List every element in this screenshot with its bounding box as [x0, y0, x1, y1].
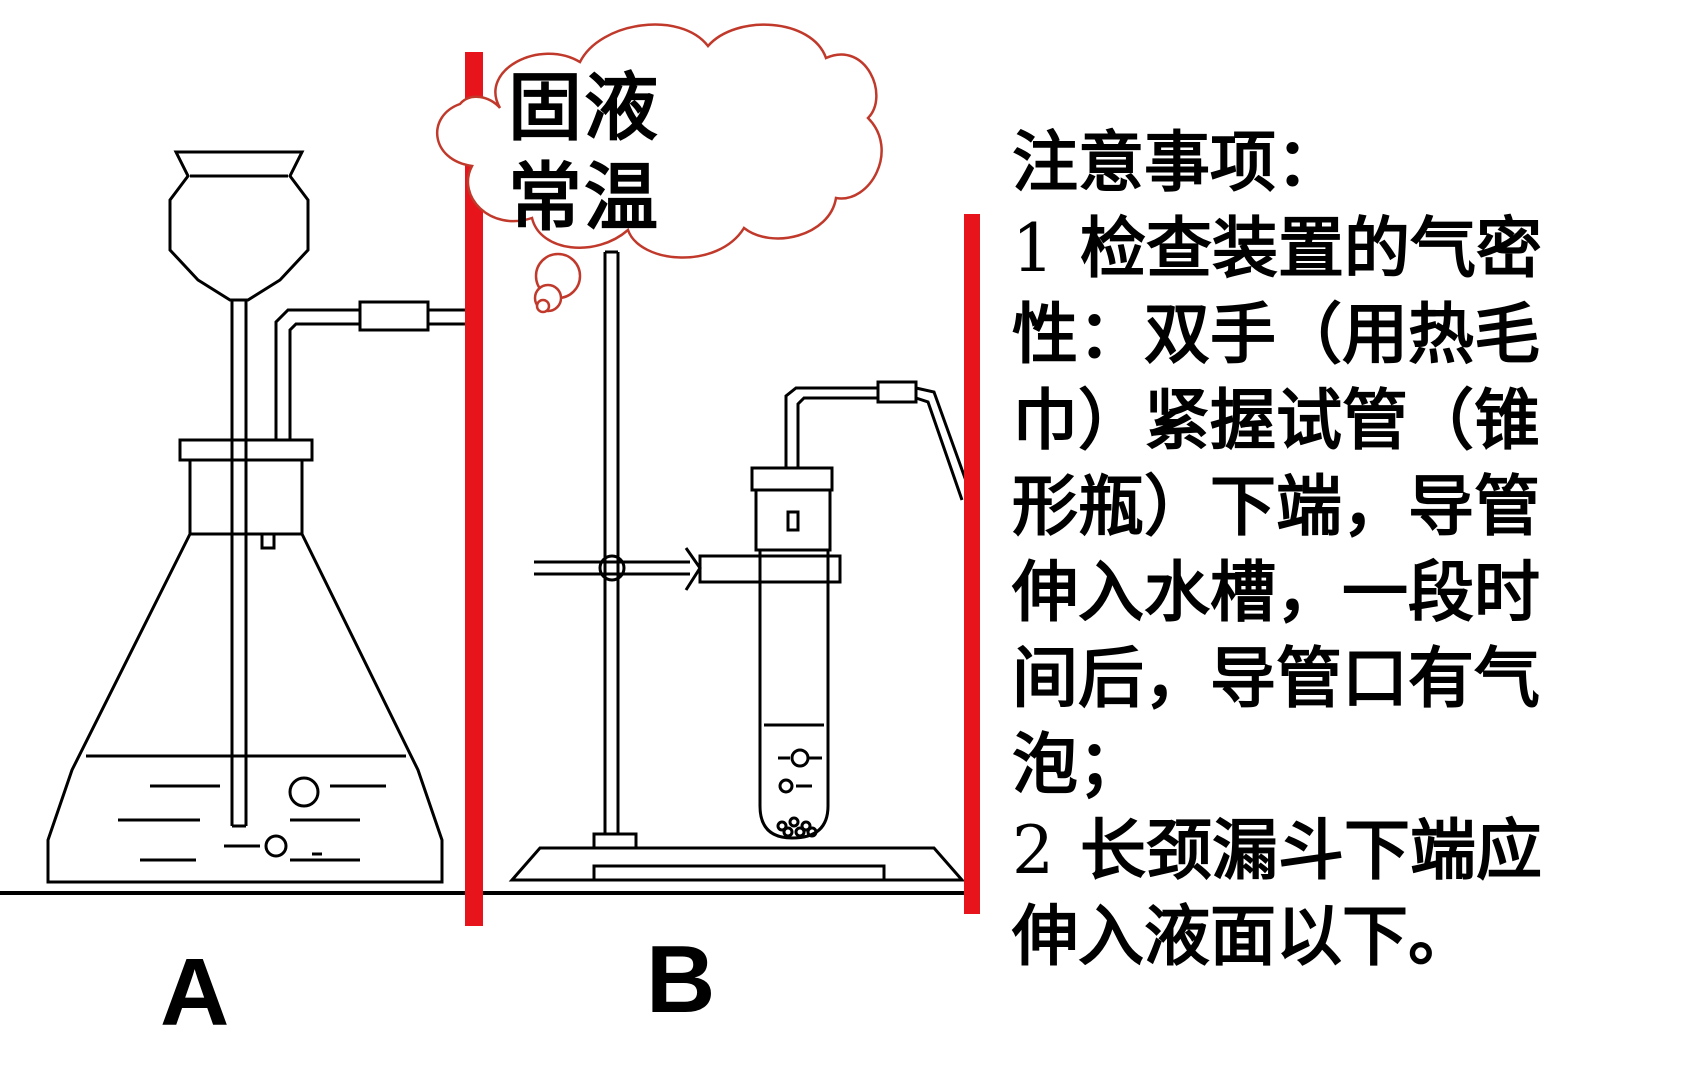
- note-item-1-line: 泡；: [1012, 726, 1144, 803]
- bubble: [790, 748, 810, 768]
- flask-stopper: [188, 458, 304, 536]
- divider-right: [964, 214, 980, 914]
- apparatus-b: [508, 250, 972, 882]
- note-item-1-line: 形瓶）下端，导管: [1012, 468, 1540, 545]
- notes-heading: 注意事项：: [1012, 124, 1342, 201]
- note-item-1-line: 间后，导管口有气: [1012, 640, 1540, 717]
- bubble: [778, 778, 794, 794]
- note-item-2-line: 伸入液面以下。: [1012, 898, 1474, 975]
- rubber-connector: [358, 300, 430, 332]
- cloud-label-solid-liquid: 固液: [508, 65, 660, 151]
- note-item-1-line: 性：双手（用热毛: [1012, 296, 1540, 373]
- note-number: 2: [1012, 812, 1054, 889]
- bubble: [264, 834, 288, 858]
- test-tube: [758, 550, 830, 840]
- clamp-boss: [598, 554, 626, 582]
- note-item-1-line: 伸入水槽，一段时: [1012, 554, 1540, 631]
- funnel-bowl: [168, 150, 310, 302]
- delivery-tube-b: [784, 386, 878, 468]
- bubble: [288, 776, 320, 808]
- note-number: 1: [1012, 210, 1054, 287]
- stand-base: [508, 846, 966, 882]
- apparatus-b-label: B: [646, 926, 716, 1033]
- apparatus-a: [46, 150, 472, 884]
- delivery-tube: [274, 308, 360, 440]
- flask-body: [46, 533, 444, 884]
- note-item-1-line: 巾）紧握试管（锥: [1012, 382, 1540, 459]
- cloud-label-room-temperature: 常温: [508, 155, 660, 241]
- tube-stopper: [750, 466, 834, 492]
- apparatus-a-label: A: [160, 939, 230, 1046]
- thought-cloud: [436, 23, 883, 314]
- divider-left: [465, 52, 483, 926]
